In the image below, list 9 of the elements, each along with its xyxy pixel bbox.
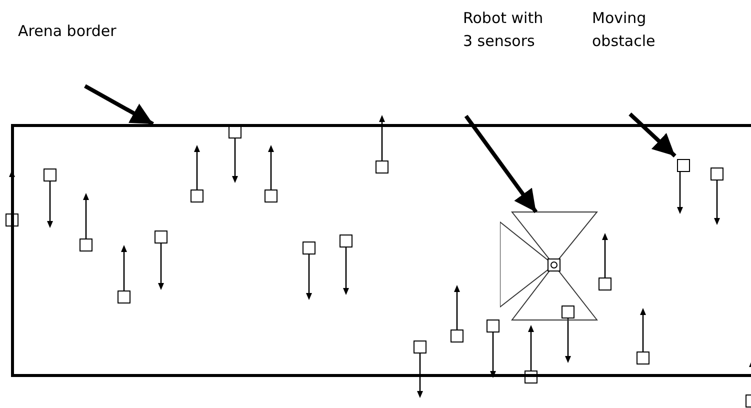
- callout-label: Moving obstacle: [592, 7, 672, 53]
- robot-drawing: [501, 211, 599, 323]
- callout-label: Arena border: [18, 20, 138, 42]
- leader-arrow: [84, 84, 154, 126]
- leader-arrow: [628, 112, 676, 158]
- leader-arrow: [464, 114, 538, 214]
- obstacle-square: [677, 159, 690, 172]
- callout-label: Robot with 3 sensors: [463, 7, 555, 117]
- arena-border: [11, 124, 751, 377]
